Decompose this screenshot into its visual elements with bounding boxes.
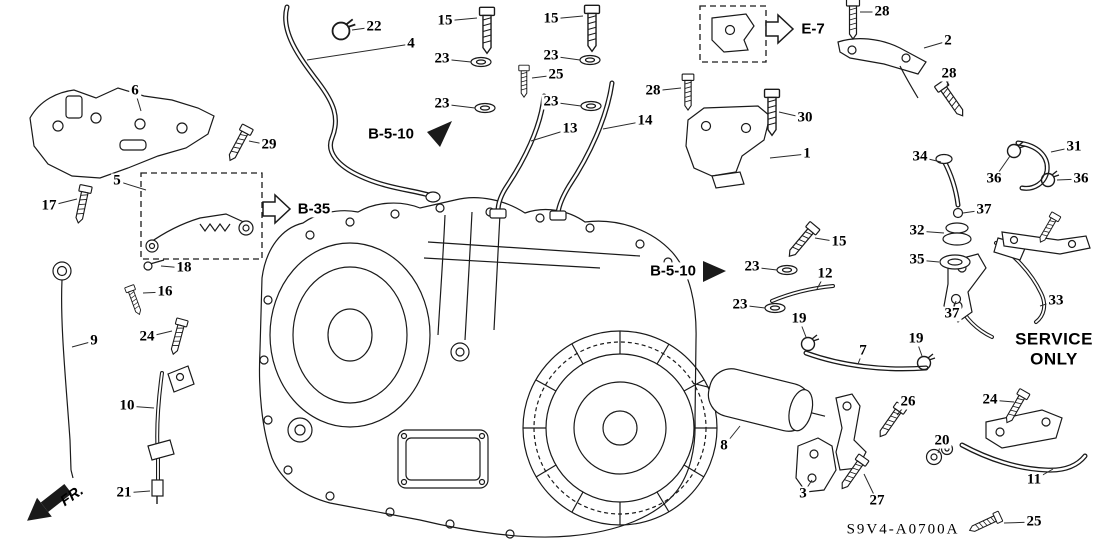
b35-dashed-box [140,172,263,260]
leader-lines [48,11,1082,524]
atf-pipes-art [155,4,1088,484]
fr-arrow-icon [27,484,72,521]
b35-arrow-icon [262,193,292,225]
transmission-body-art [258,197,718,539]
brackets-art [29,13,1091,493]
atf-filter-art [693,368,826,432]
e7-arrow-icon [765,13,795,45]
b510-top-arrow-icon [427,121,452,147]
diagram-code: S9V4-A0700A [846,521,960,538]
b510-mid-arrow-icon [703,261,726,282]
fasteners-art [71,0,1062,536]
dipstick-art [52,261,195,504]
